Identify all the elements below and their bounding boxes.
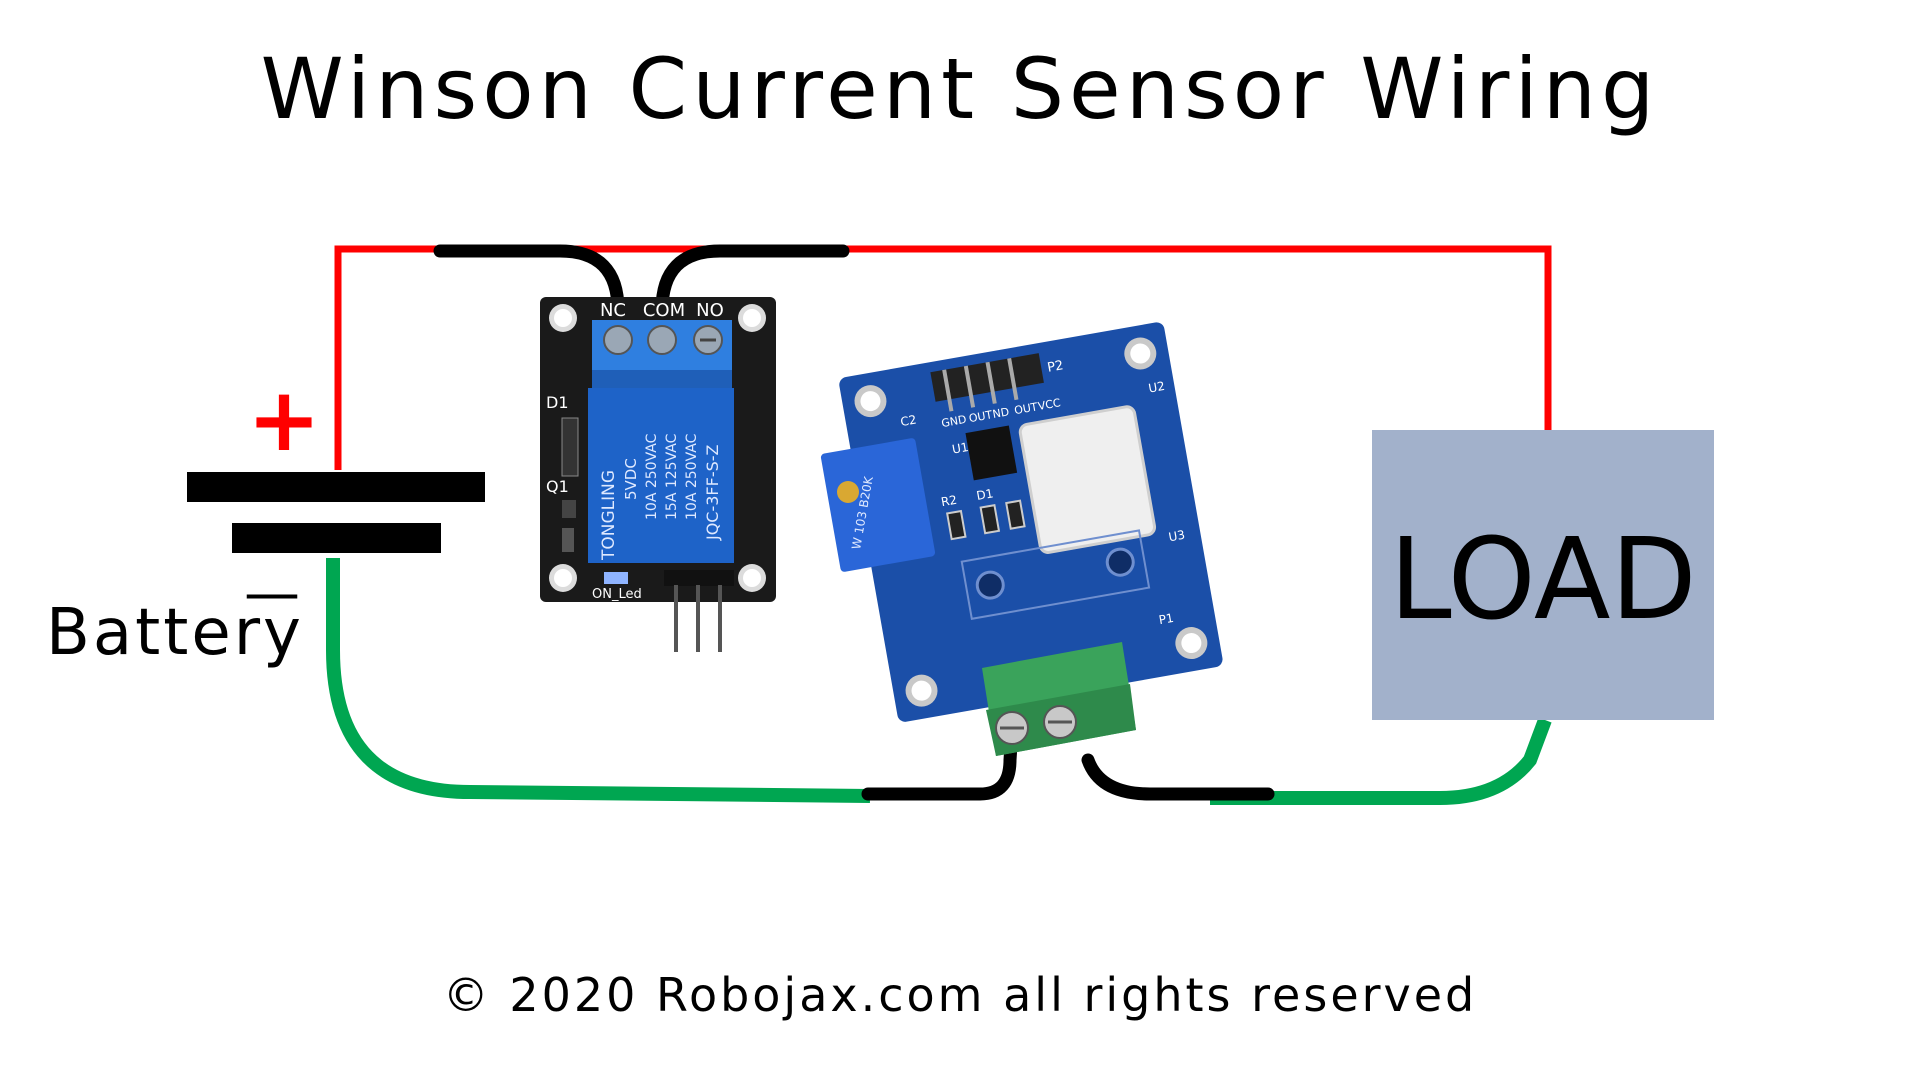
relay-spec-voltage: 5VDC — [622, 458, 640, 500]
sensor-pin-out2: OUT — [1013, 400, 1039, 417]
sensor-silk-r2: R2 — [940, 493, 958, 510]
sensor-pin-vcc: VCC — [1037, 396, 1062, 413]
relay-brand-label: TONGLING — [599, 470, 619, 561]
relay-silk-d1: D1 — [546, 393, 569, 412]
relay-spec-1: 10A 250VAC — [644, 433, 660, 520]
relay-spec-3: 10A 250VAC — [684, 433, 700, 520]
sensor-silk-u3: U3 — [1167, 528, 1186, 545]
battery-negative-sign: — — [244, 561, 300, 626]
sensor-header-label: P2 — [1046, 358, 1064, 376]
sensor-silk-c2: C2 — [899, 413, 917, 430]
positive-wire — [334, 245, 1552, 470]
relay-module: NC COM NO TONGLING 5VDC 10A 250VAC 15A 1… — [540, 297, 776, 652]
battery-symbol: + — — [187, 368, 485, 626]
relay-led-label: ON_Led — [592, 587, 642, 602]
sensor-out-jumper — [1081, 753, 1275, 801]
battery-positive-sign: + — [247, 368, 321, 471]
sensor-in-jumper — [861, 723, 1019, 801]
load-box: LOAD — [1372, 430, 1714, 720]
relay-terminal-com-label: COM — [643, 300, 685, 321]
sensor-silk-p1: P1 — [1158, 611, 1175, 627]
sensor-screw-terminal — [982, 642, 1136, 756]
relay-terminal-nc-label: NC — [600, 300, 626, 321]
sensor-potentiometer: W 103 B20K — [820, 438, 936, 572]
copyright-footer: © 2020 Robojax.com all rights reserved — [442, 968, 1478, 1022]
sensor-pin-gnd: GND — [940, 413, 967, 430]
sensor-pin-nd: ND — [992, 405, 1011, 421]
sensor-silk-d1: D1 — [975, 486, 994, 503]
negative-wire-battery-side — [326, 558, 871, 803]
relay-spec-2: 15A 125VAC — [664, 433, 680, 520]
sensor-silk-u1: U1 — [951, 440, 970, 457]
relay-part-number: JQC-3FF-S-Z — [703, 444, 722, 541]
relay-terminal-no-label: NO — [696, 300, 724, 321]
sensor-pin-out1: OUT — [968, 408, 994, 425]
relay-silk-q1: Q1 — [546, 477, 569, 496]
sensor-silk-u2: U2 — [1147, 379, 1166, 396]
battery-label: Battery — [46, 596, 304, 670]
load-label: LOAD — [1389, 515, 1696, 645]
diagram-title: Winson Current Sensor Wiring — [260, 40, 1660, 138]
negative-wire-load-side — [1210, 717, 1552, 805]
current-sensor-module: P2 GND OUT ND OUT VCC C2 VR1 U1 R2 D1 U2… — [820, 322, 1223, 756]
